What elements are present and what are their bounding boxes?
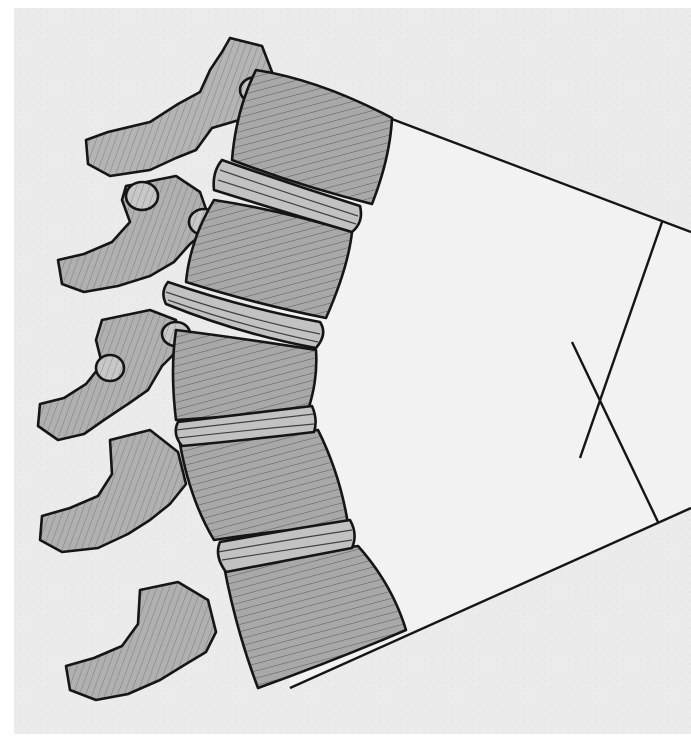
- spine-illustration: [0, 0, 691, 746]
- illustration-frame: [0, 0, 691, 746]
